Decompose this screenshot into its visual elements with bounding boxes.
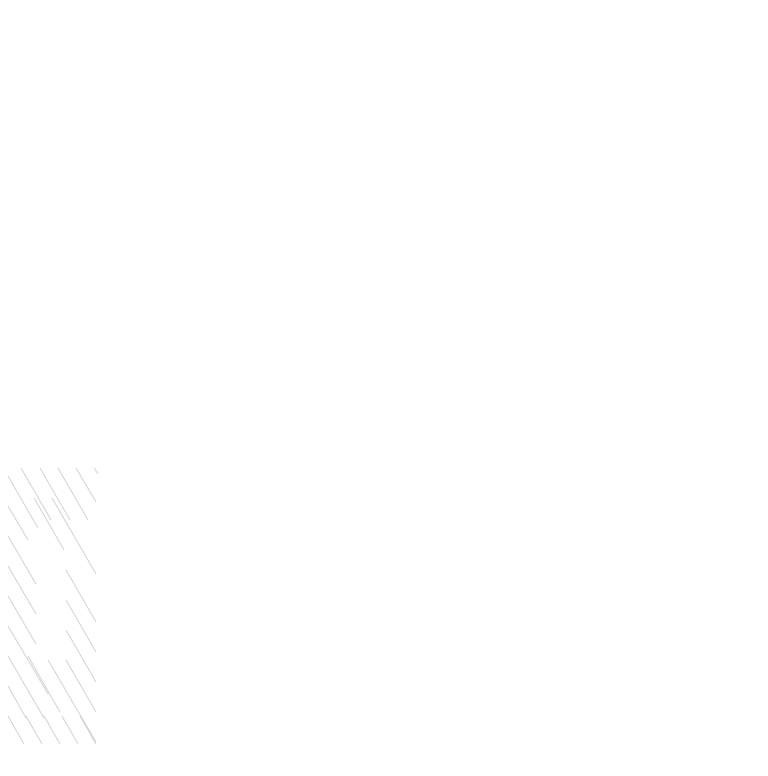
hatch-line (7, 505, 29, 541)
hatch-line (7, 715, 25, 745)
hatch-line (93, 467, 98, 475)
hatch-line (20, 467, 52, 521)
hatch-line (27, 655, 61, 713)
hatch-line (25, 715, 43, 745)
hatch-line (79, 715, 97, 745)
hatch-line (7, 685, 27, 719)
hatch-line (75, 467, 97, 503)
hatch-line (7, 475, 39, 529)
hatch-line (43, 715, 61, 745)
hatch-line (7, 565, 37, 615)
hatch-line (65, 629, 97, 683)
hatch-line (61, 715, 79, 745)
diagonal-hatch-icon (7, 467, 98, 745)
hatch-line (7, 655, 45, 719)
hatch-line (7, 535, 37, 585)
hatch-line (57, 467, 89, 521)
hatch-pattern-panel (6, 466, 98, 748)
hatch-line (39, 467, 71, 521)
hatch-line (33, 497, 65, 551)
hatch-line (51, 497, 97, 575)
hatch-line (7, 595, 37, 645)
hatch-line (65, 659, 97, 713)
hatch-line (47, 659, 97, 743)
hatch-line (65, 599, 97, 653)
hatch-line (65, 569, 97, 623)
hatch-line (7, 625, 49, 695)
